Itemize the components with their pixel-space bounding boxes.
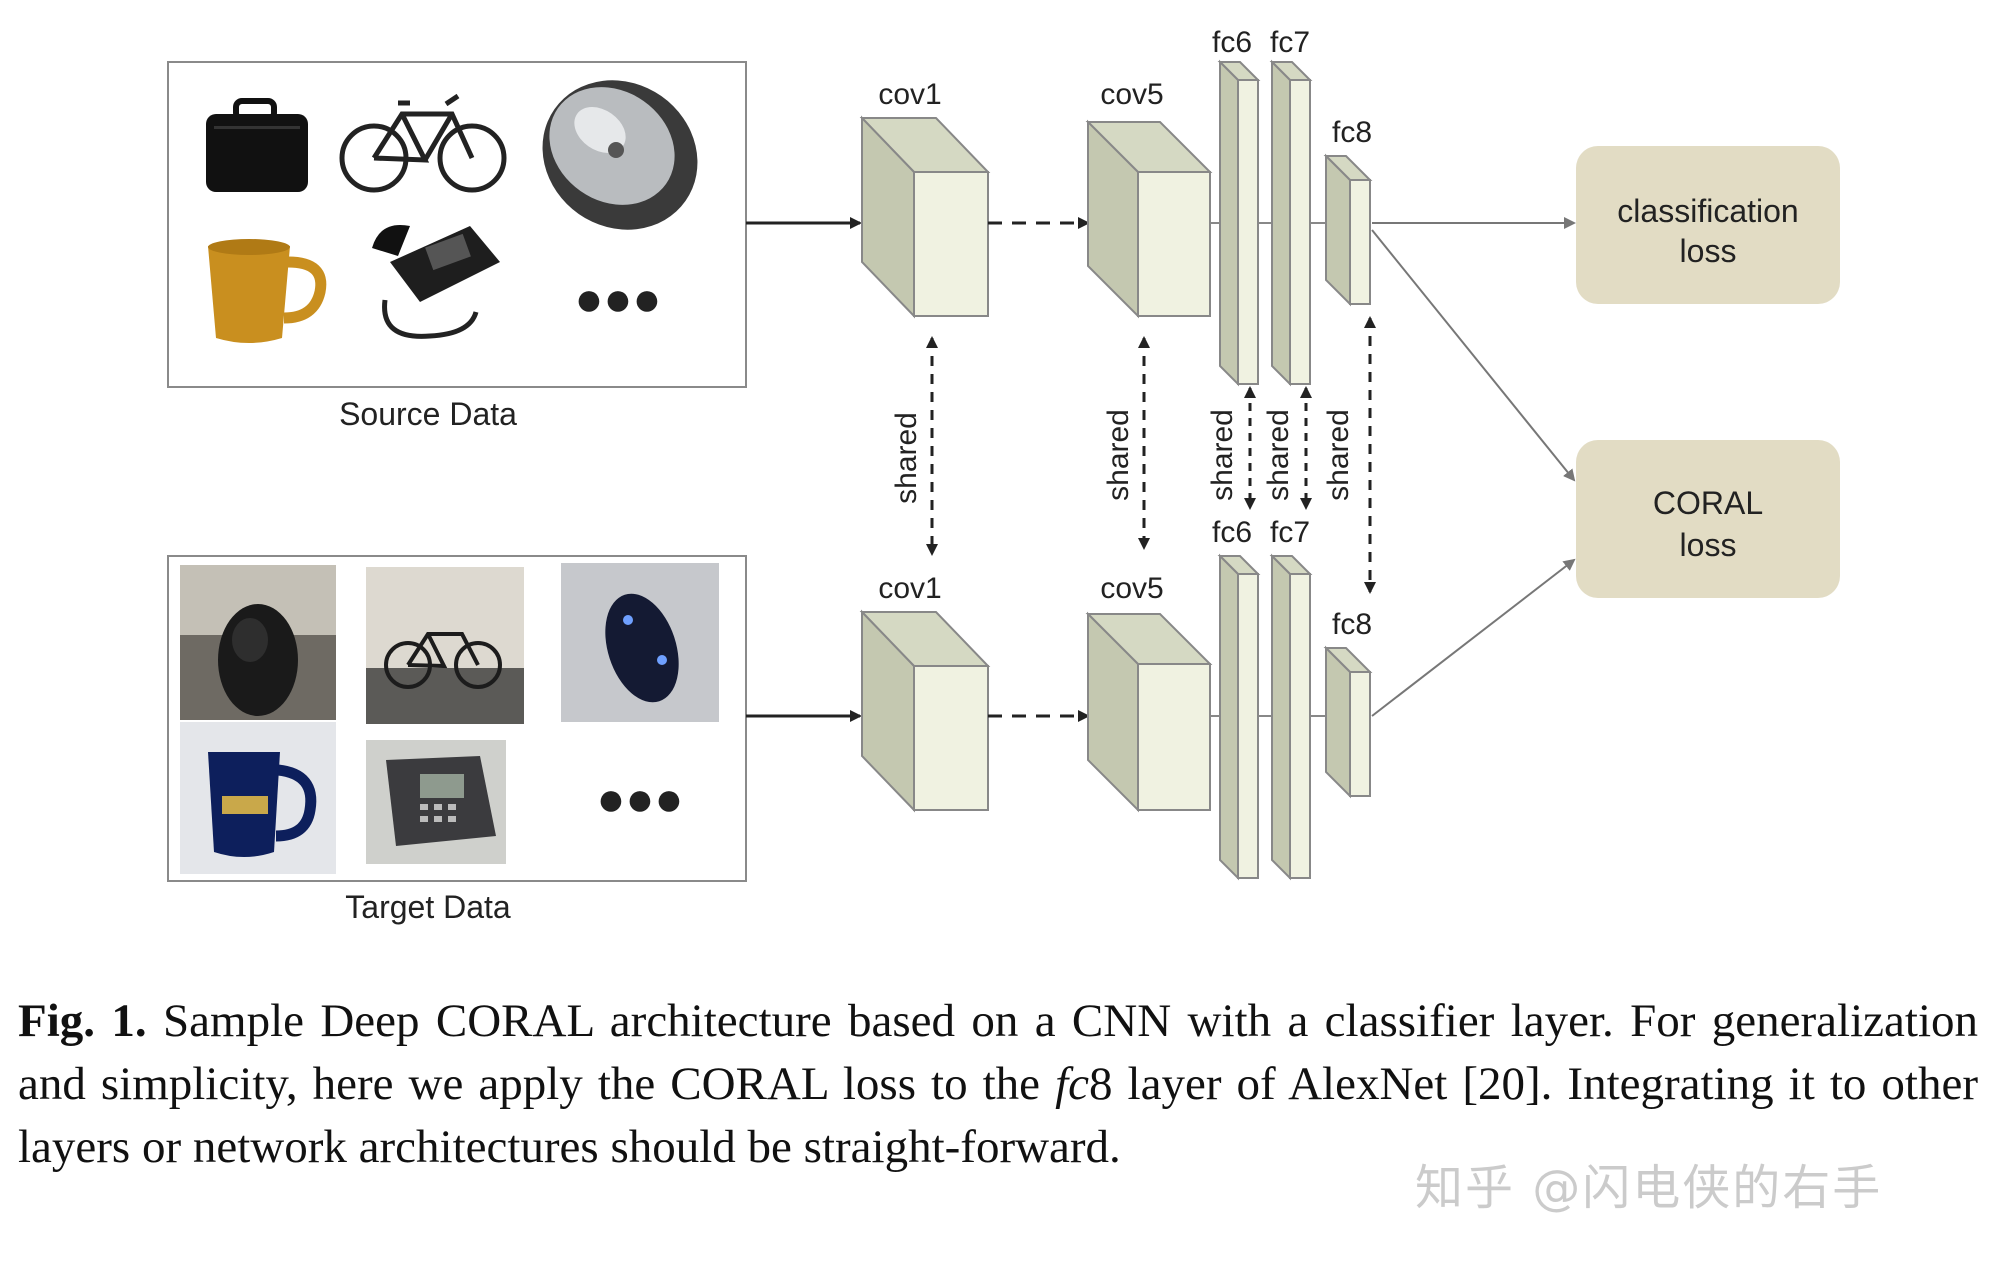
cov5-block-top [1085, 119, 1213, 319]
fc7-label-top: fc7 [1270, 26, 1310, 59]
source-ellipsis: ●●● [575, 273, 662, 326]
source-data-panel: ●●● [167, 61, 747, 388]
fc8-top-to-coral-arrow [1371, 229, 1576, 482]
cov1-block-bottom [859, 609, 991, 813]
fc8-block-bottom [1323, 645, 1373, 799]
fc7-label-bottom: fc7 [1270, 516, 1310, 549]
target-data-label: Target Data [345, 889, 511, 925]
mouse-photo [561, 563, 719, 722]
classification-loss-line2: loss [1680, 233, 1737, 269]
coral-loss-line1: CORAL [1653, 485, 1763, 521]
source-data-label: Source Data [339, 396, 517, 432]
cov5-label-top: cov5 [1100, 78, 1163, 111]
caption-text-1: Sample Deep CORAL architecture based on … [18, 995, 1978, 1110]
fc6-label-top: fc6 [1212, 26, 1252, 59]
fc6-block-top [1217, 59, 1261, 387]
caption-fc8-number: 8 [1089, 1058, 1113, 1110]
backpack-photo [180, 565, 336, 720]
cov1-block-top [859, 115, 991, 319]
watermark: 知乎 @闪电侠的右手 [1415, 1160, 1883, 1216]
fc8-bottom-to-coral-arrow [1371, 558, 1576, 717]
figure-caption: Fig. 1. Sample Deep CORAL architecture b… [18, 990, 1978, 1179]
fc8-label-bottom: fc8 [1332, 608, 1372, 641]
briefcase-icon [206, 98, 308, 192]
fc8-label-top: fc8 [1332, 116, 1372, 149]
caption-text-2: layer of AlexNet [20]. Integrating it to… [18, 1058, 1978, 1173]
target-ellipsis: ●●● [597, 773, 684, 826]
target-data-panel: ●●● [167, 555, 747, 882]
cov1-label-bottom: cov1 [878, 572, 941, 605]
shared-label-cov1: shared [890, 412, 923, 504]
cov5-label-bottom: cov5 [1100, 572, 1163, 605]
telephone-photo [366, 740, 506, 864]
classification-loss-box: classification loss [1576, 146, 1840, 304]
mouse-icon [542, 80, 698, 230]
cov1-label-top: cov1 [878, 78, 941, 111]
shared-label-fc7: shared [1262, 409, 1295, 501]
classification-loss-line1: classification [1617, 193, 1798, 229]
telephone-icon [372, 224, 500, 339]
figure-label: Fig. 1. [18, 995, 147, 1047]
cov5-block-bottom [1085, 611, 1213, 813]
coral-loss-line2: loss [1680, 527, 1737, 563]
bicycle-icon [339, 93, 507, 193]
bicycle-photo [366, 567, 524, 724]
mug-photo [180, 722, 336, 874]
fc8-block-top [1323, 153, 1373, 307]
shared-label-cov5: shared [1102, 409, 1135, 501]
shared-label-fc6: shared [1206, 409, 1239, 501]
fc6-label-bottom: fc6 [1212, 516, 1252, 549]
caption-fc8-italic: fc [1055, 1058, 1089, 1110]
shared-label-fc8: shared [1322, 409, 1355, 501]
coral-loss-box: CORAL loss [1576, 440, 1840, 598]
fc6-block-bottom [1217, 553, 1261, 881]
fc7-block-bottom [1269, 553, 1313, 881]
fc7-block-top [1269, 59, 1313, 387]
mug-icon [208, 239, 327, 343]
